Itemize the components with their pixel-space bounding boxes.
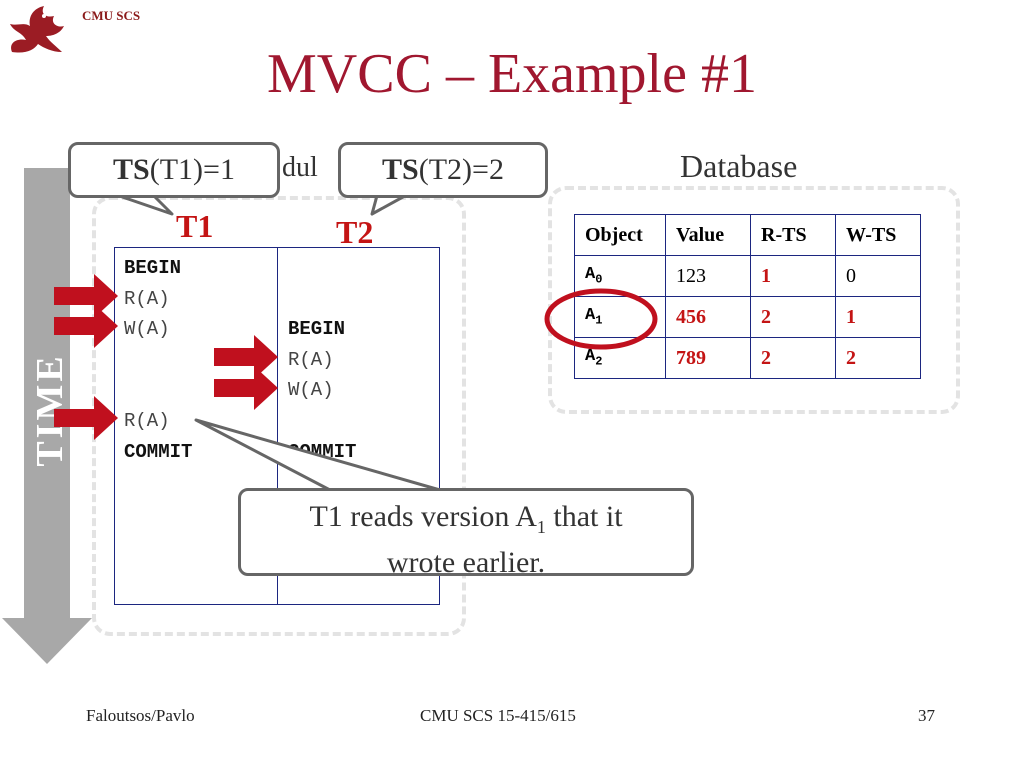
schedule-heading-fragment: dul: [282, 152, 318, 183]
ts1-callout-bold: TS: [113, 153, 150, 186]
note-callout-pointer: [194, 418, 442, 492]
database-title: Database: [680, 148, 798, 184]
schedule-column-divider: [277, 248, 278, 604]
column-header-object: Object: [574, 214, 666, 256]
database-header-row: Object Value R-TS W-TS: [574, 214, 921, 256]
cmu-dragon-logo: [4, 2, 70, 58]
column-header-value: Value: [665, 214, 751, 256]
t1-op-commit: COMMIT: [124, 441, 193, 463]
wts-cell: 2: [835, 337, 921, 379]
t1-op-write: W(A): [124, 318, 170, 340]
wts-cell: 0: [835, 255, 921, 297]
footer-page-number: 37: [918, 706, 935, 725]
t1-label: T1: [176, 208, 214, 244]
database-table-wrap: Object Value R-TS W-TS A0 123 1 0 A1 456…: [574, 214, 921, 379]
t2-op-begin: BEGIN: [288, 318, 346, 340]
column-header-rts: R-TS: [750, 214, 836, 256]
database-table: Object Value R-TS W-TS A0 123 1 0 A1 456…: [574, 214, 921, 379]
value-cell: 123: [665, 255, 751, 297]
ts2-callout-text: (T2)=2: [418, 153, 504, 186]
t1-op-begin: BEGIN: [124, 257, 182, 279]
highlight-ellipse: [544, 288, 658, 350]
database-box: [548, 186, 960, 414]
t1-op-read-again: R(A): [124, 410, 170, 432]
value-cell: 789: [665, 337, 751, 379]
t2-op-read: R(A): [288, 349, 334, 371]
t2-label: T2: [336, 214, 374, 250]
wts-cell: 1: [835, 296, 921, 338]
note-callout: T1 reads version A1 that it wrote earlie…: [238, 488, 694, 579]
footer-left: Faloutsos/Pavlo: [86, 706, 195, 725]
ts2-callout: TS(T2)=2: [338, 142, 548, 198]
rts-cell: 2: [750, 337, 836, 379]
note-line-2: wrote earlier.: [386, 546, 546, 579]
table-row: A1 456 2 1: [574, 296, 921, 338]
schedule-table: [114, 247, 440, 605]
rts-cell: 2: [750, 296, 836, 338]
note-line-1: T1 reads version A1 that it: [309, 500, 623, 537]
rts-cell: 1: [750, 255, 836, 297]
t2-op-write: W(A): [288, 379, 334, 401]
page-title: MVCC – Example #1: [267, 43, 757, 105]
t1-op-read: R(A): [124, 288, 170, 310]
ts1-callout-text: (T1)=1: [149, 153, 235, 186]
column-header-wts: W-TS: [835, 214, 921, 256]
ts2-callout-bold: TS: [382, 153, 419, 186]
header-label: CMU SCS: [82, 8, 141, 23]
value-cell: 456: [665, 296, 751, 338]
time-arrow: [0, 168, 96, 666]
ts1-callout: TS(T1)=1: [68, 142, 280, 198]
footer-center: CMU SCS 15-415/615: [420, 706, 576, 725]
table-row: A0 123 1 0: [574, 255, 921, 297]
